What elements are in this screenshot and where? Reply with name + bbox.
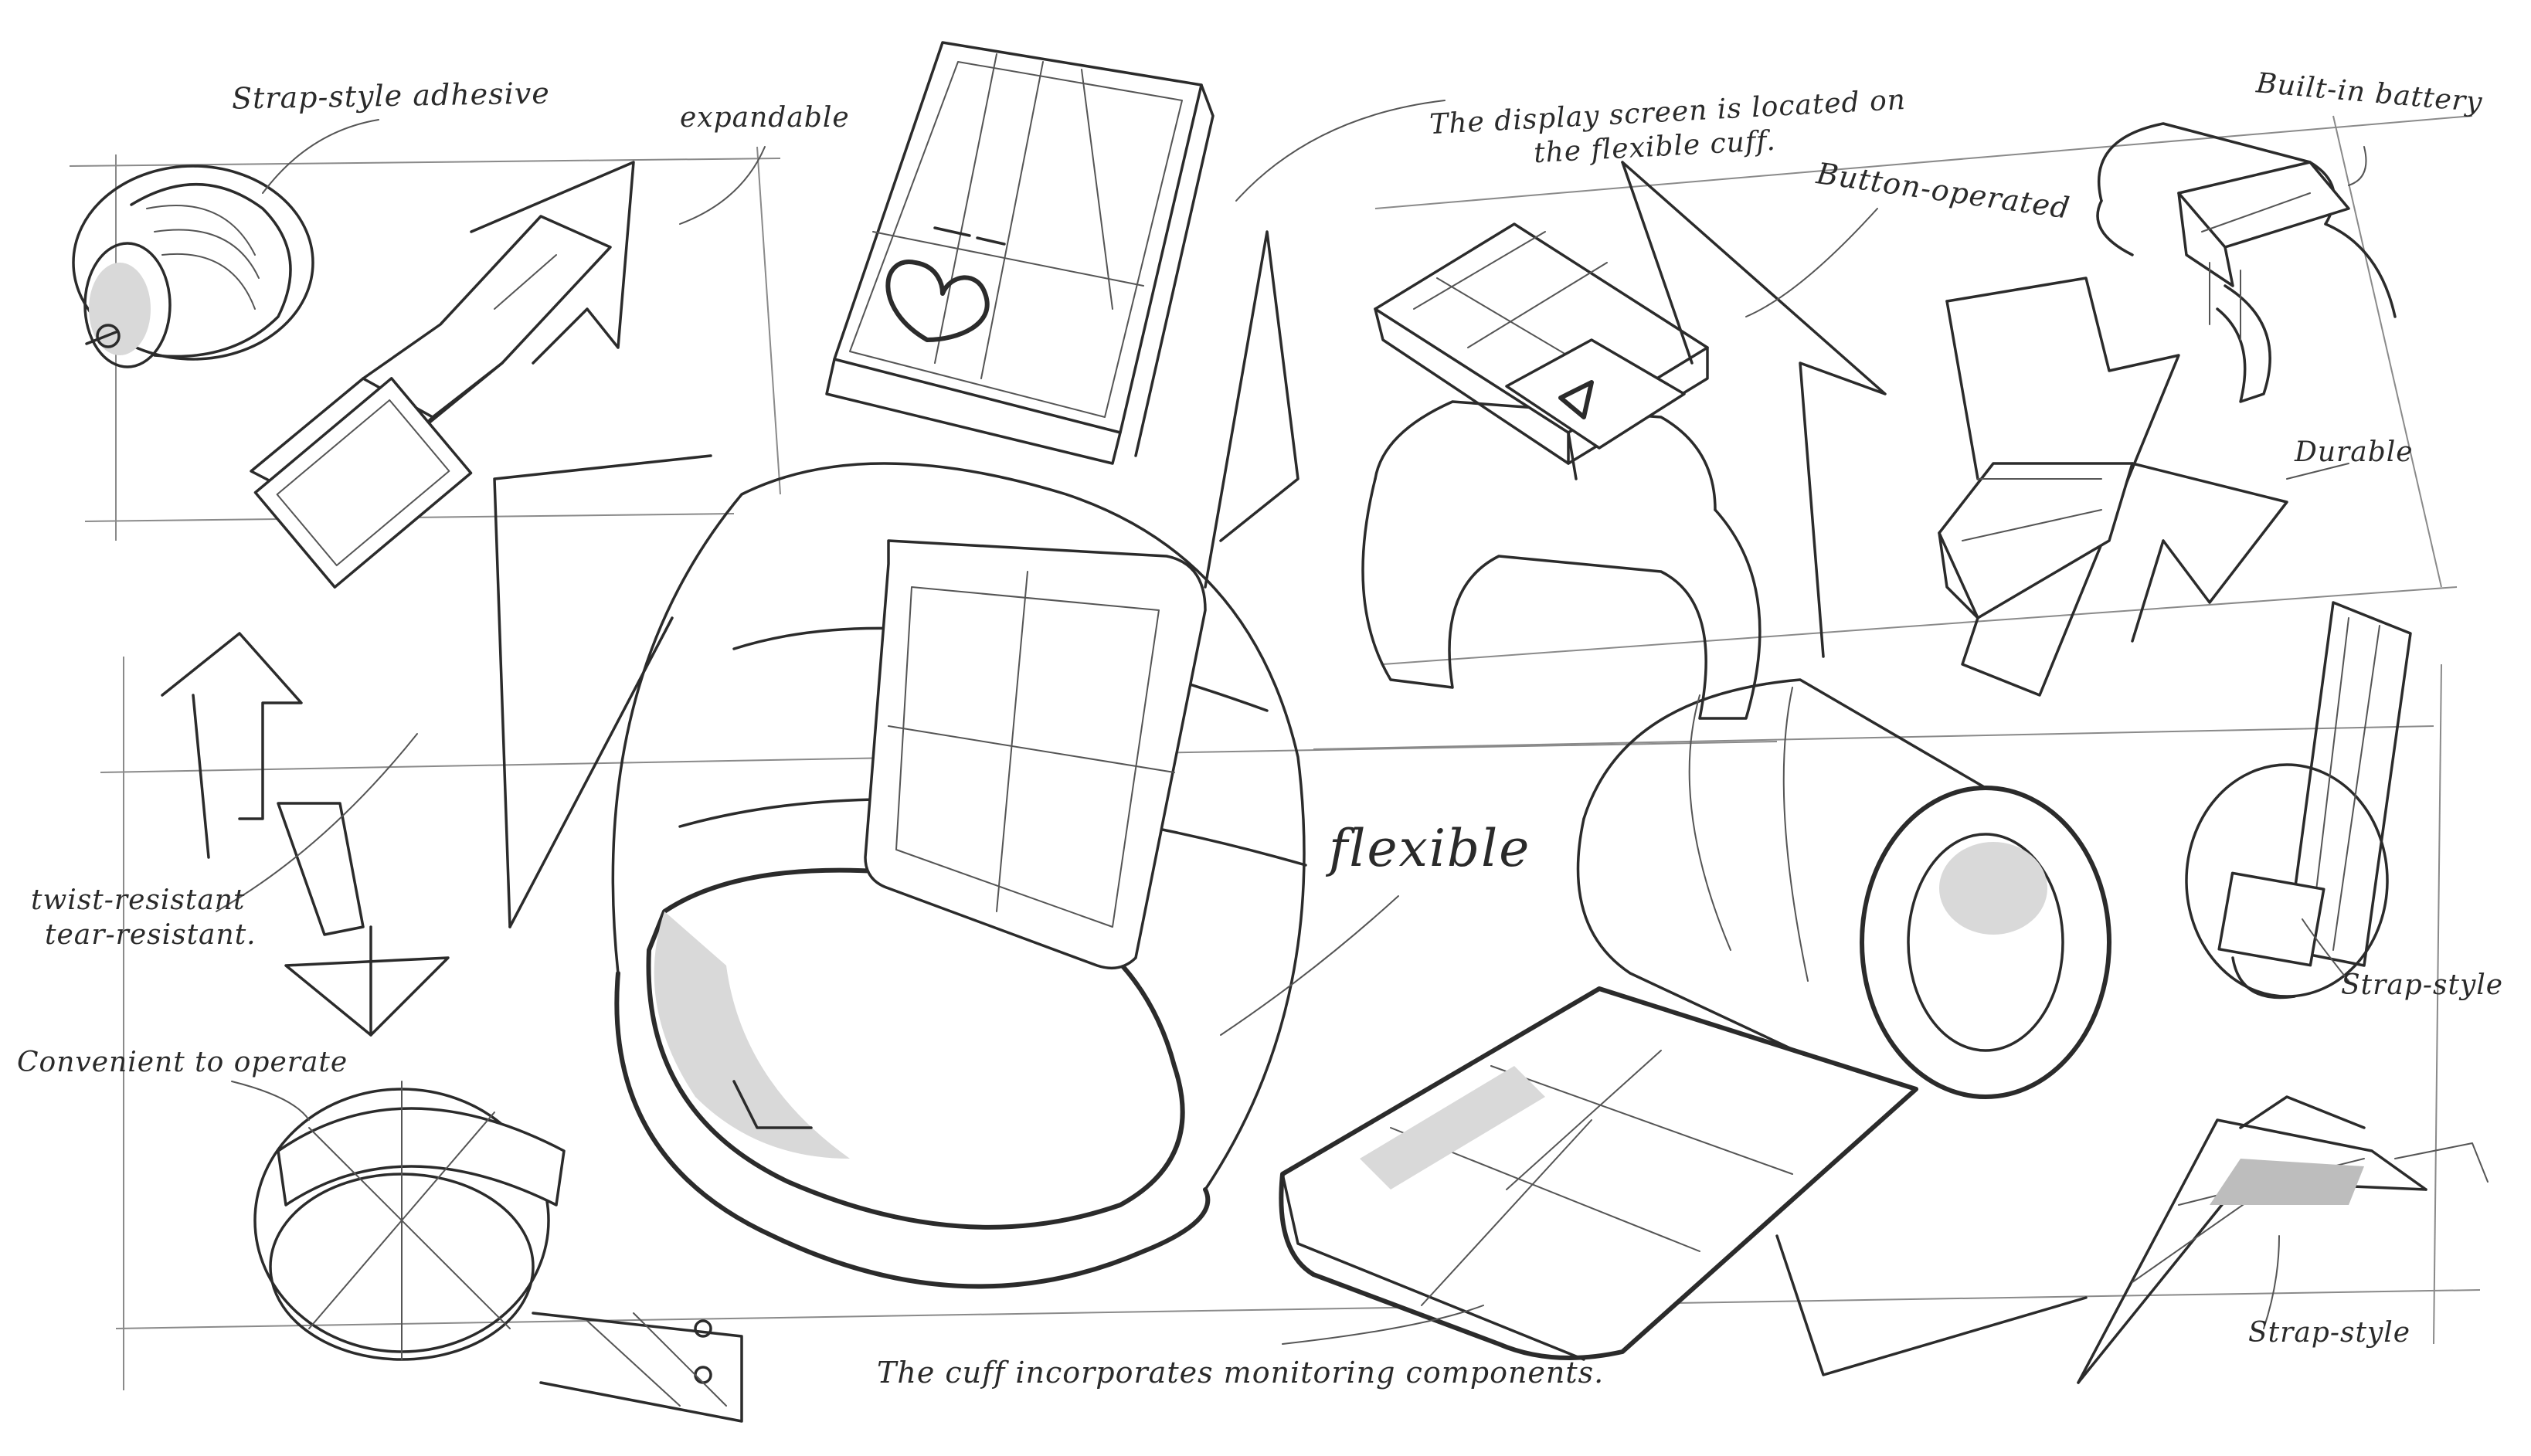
label-cuff-components: The cuff incorporates monitoring compone… bbox=[877, 1356, 1605, 1390]
expandable-strap-sketch bbox=[250, 161, 635, 589]
play-triangle-icon bbox=[1558, 380, 1594, 419]
rolled-cuff-sketch bbox=[1279, 678, 2111, 1376]
adhesive-capsule-sketch bbox=[72, 165, 314, 368]
strap-fin-sketch bbox=[2077, 1095, 2489, 1384]
button-display-cuff-sketch bbox=[1361, 161, 1887, 720]
construction-guides bbox=[69, 115, 2481, 1390]
battery-band-sketch bbox=[2096, 122, 2397, 403]
label-convenient-to-operate: Convenient to operate bbox=[17, 1047, 348, 1078]
label-expandable: expandable bbox=[680, 102, 850, 134]
display-module-sketch bbox=[825, 41, 1215, 465]
label-flexible: flexible bbox=[1329, 819, 1531, 878]
heart-icon bbox=[885, 260, 990, 342]
label-strap-style-2: Strap-style bbox=[2248, 1317, 2411, 1349]
leader-lines bbox=[216, 100, 2367, 1345]
label-strap-style-1: Strap-style bbox=[2341, 969, 2504, 1001]
label-durable: Durable bbox=[2295, 436, 2414, 468]
strap-watch-sketch bbox=[2185, 601, 2412, 1000]
convenient-watch-sketch bbox=[253, 1081, 743, 1423]
twist-resistant-sketch bbox=[161, 632, 450, 1037]
main-cuff-sketch bbox=[493, 230, 1307, 1289]
durable-clip-sketch bbox=[1938, 277, 2288, 697]
label-strap-adhesive: Strap-style adhesive bbox=[231, 76, 551, 116]
label-tear-resistant: tear-resistant. bbox=[45, 919, 256, 951]
label-twist-resistant: twist-resistant bbox=[31, 884, 246, 916]
